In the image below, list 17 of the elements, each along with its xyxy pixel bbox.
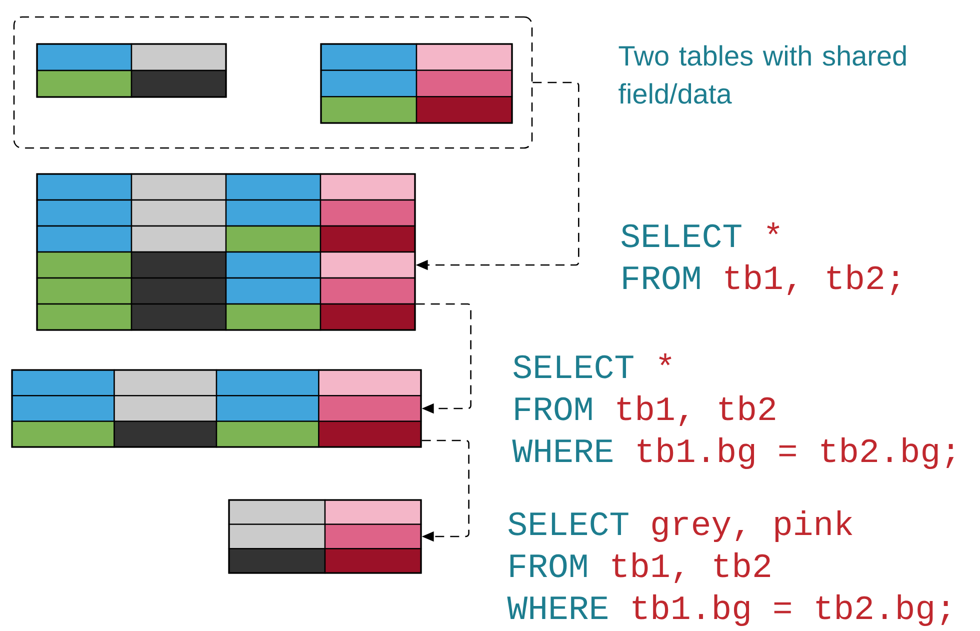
sql-code-line: WHERE tb1.bg = tb2.bg; bbox=[512, 437, 954, 470]
color-table bbox=[36, 43, 227, 98]
sql-code-line: SELECT * bbox=[514, 353, 672, 378]
caption-text: Two tables with shared field/data bbox=[618, 45, 906, 104]
sql-code-line: FROM tb1, tb2; bbox=[623, 264, 898, 296]
connector-arrow bbox=[416, 303, 472, 414]
sql-code-line: SELECT grey, pink bbox=[508, 510, 852, 542]
connector-arrow bbox=[422, 440, 470, 542]
color-table bbox=[228, 499, 422, 574]
sql-code-line: SELECT * bbox=[622, 222, 780, 248]
dashed-group-box bbox=[13, 16, 533, 149]
color-table bbox=[11, 369, 422, 448]
sql-code-line: FROM tb1, tb2 bbox=[515, 395, 776, 426]
sql-code-line: FROM tb1, tb2 bbox=[510, 552, 770, 584]
color-table bbox=[36, 173, 416, 331]
sql-code-line: WHERE tb1.bg = tb2.bg; bbox=[507, 594, 949, 626]
color-table bbox=[320, 43, 513, 124]
